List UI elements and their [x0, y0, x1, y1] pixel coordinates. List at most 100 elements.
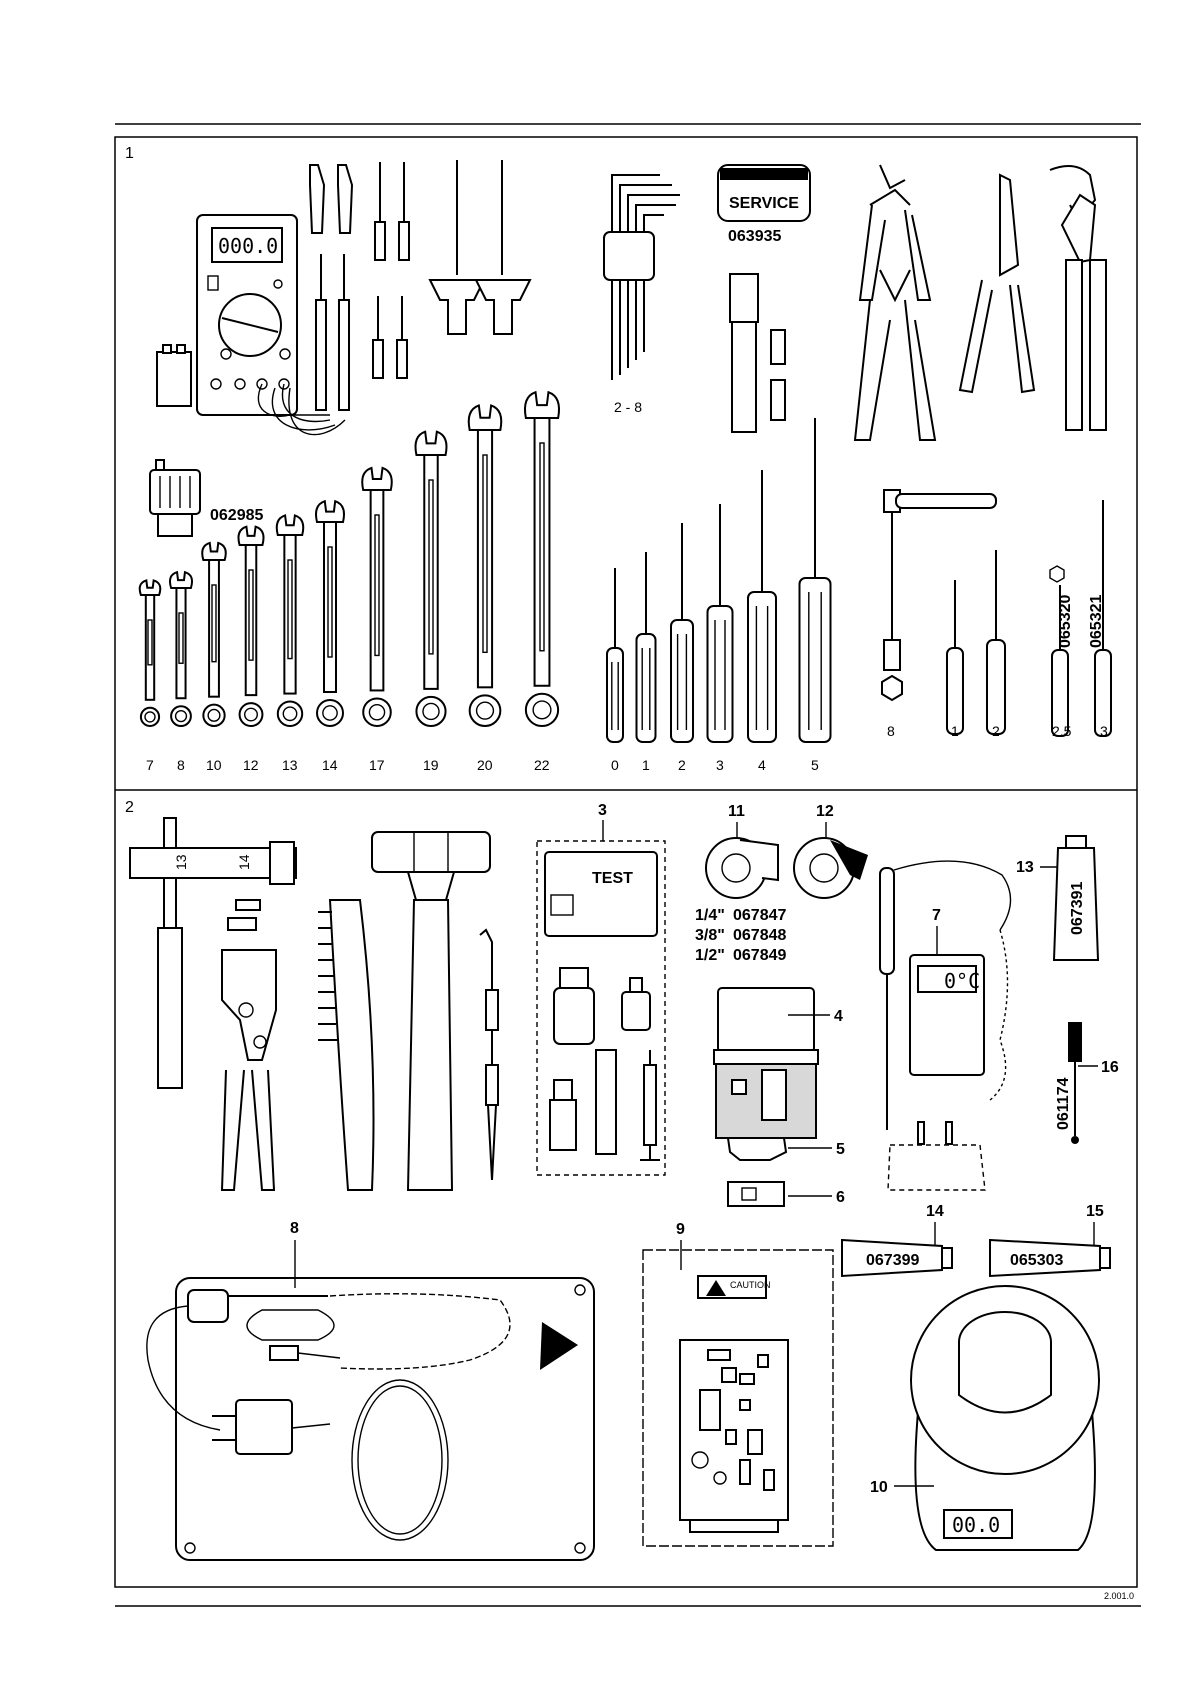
combination-wrench-set: [140, 392, 559, 726]
brush-code: 061174: [1055, 1077, 1072, 1130]
service-label-card: SERVICE: [718, 165, 810, 221]
hex-driver-size-2: 3: [1100, 723, 1108, 739]
t-handle-socket-wrench: [882, 490, 996, 700]
phillips-size-2: 2: [992, 723, 1000, 739]
wrench-17: [362, 468, 392, 726]
tape-code-list: 1/4" 067847 3/8" 067848 1/2" 067849: [695, 907, 786, 964]
service-code: 063935: [728, 228, 781, 245]
digital-scale: 00.0: [911, 1286, 1099, 1550]
wrench-size-22: 22: [534, 757, 550, 773]
crimping-pliers: [222, 900, 276, 1190]
screwdriver-2: [671, 523, 693, 742]
callout-9: 9: [676, 1221, 685, 1238]
screwdriver-size-2: 2: [678, 757, 686, 773]
callout-13: 13: [1016, 859, 1034, 876]
wire-brush: [318, 900, 374, 1190]
hex-driver-code-1: 065320: [1057, 595, 1074, 648]
callout-4: 4: [834, 1008, 843, 1025]
socket-wrench-size: 8: [887, 723, 895, 739]
section-2-number: 2: [125, 799, 134, 816]
callout-7: 7: [932, 907, 941, 924]
socket-key-mark-14: 14: [236, 854, 252, 870]
wrench-7: [140, 580, 161, 726]
esd-bag-label: CAUTION: [730, 1280, 771, 1290]
wrench-12: [238, 527, 263, 726]
scale-display: 00.0: [952, 1513, 1000, 1537]
callout-11: 11: [728, 803, 745, 820]
wrench-19: [415, 432, 446, 726]
tube15-code: 065303: [1010, 1252, 1063, 1269]
scriber-pick: [480, 930, 498, 1180]
wrench-20: [469, 405, 502, 726]
tape-code-2: 067848: [733, 927, 786, 944]
wrench-size-19: 19: [423, 757, 439, 773]
screwdriver-3: [708, 504, 733, 742]
screwdriver-0: [607, 568, 623, 742]
callout-10: 10: [870, 1479, 888, 1496]
screwdriver-size-1: 1: [642, 757, 650, 773]
section-1-number: 1: [125, 145, 134, 162]
bit-holder-code: 062985: [210, 507, 263, 524]
callout-3: 3: [598, 802, 607, 819]
screwdriver-5: [800, 418, 831, 742]
digital-thermometer: 0°C: [880, 861, 1011, 1190]
callout-5: 5: [836, 1141, 845, 1158]
connector-tool-6: [728, 1182, 784, 1206]
wrench-14: [316, 501, 344, 726]
screwdriver-size-3: 3: [716, 757, 724, 773]
tape-code-3: 067849: [733, 947, 786, 964]
wrench-8: [170, 572, 192, 726]
screwdriver-1: [637, 552, 656, 742]
esd-mat-with-wrist-strap: [147, 1278, 594, 1560]
flashlight: [730, 274, 785, 432]
callout-6: 6: [836, 1189, 845, 1206]
tape-size-1: 1/4": [695, 907, 725, 924]
wrench-10: [202, 543, 226, 726]
soft-face-hammer: [372, 832, 490, 1190]
parts-box: [714, 988, 818, 1138]
wrench-size-20: 20: [477, 757, 493, 773]
hex-driver-size-1: 2.5: [1052, 723, 1072, 739]
tube14-code: 067399: [866, 1252, 919, 1269]
grease-tube-code: 067391: [1069, 882, 1086, 935]
bit-holder: [150, 460, 200, 536]
wrench-size-14: 14: [322, 757, 338, 773]
screwdriver-size-labels: 0 1 2 3 4 5: [611, 757, 819, 773]
water-pump-pliers: [1050, 166, 1106, 430]
test-leads: [316, 254, 349, 410]
callout-16: 16: [1101, 1059, 1119, 1076]
battery-9v: [157, 345, 191, 406]
service-label-text: SERVICE: [729, 195, 799, 212]
flat-screwdriver-set: [607, 418, 831, 742]
connector-tool-5: [728, 1138, 786, 1160]
wrench-size-13: 13: [282, 757, 298, 773]
hex-key-set: [604, 175, 680, 380]
callout-14: 14: [926, 1203, 944, 1220]
wrench-13: [277, 515, 304, 726]
screwdriver-size-0: 0: [611, 757, 619, 773]
callout-15: 15: [1086, 1203, 1104, 1220]
phillips-size-1: 1: [951, 723, 959, 739]
thermometer-display: 0°C: [944, 969, 980, 993]
screwdriver-size-4: 4: [758, 757, 766, 773]
test-kit: [537, 841, 665, 1175]
figure-reference: 2.001.0: [1104, 1591, 1134, 1601]
wrench-size-12: 12: [243, 757, 259, 773]
socket-key-mark-13: 13: [173, 854, 189, 870]
tape-code-1: 067847: [733, 907, 786, 924]
tape-size-2: 3/8": [695, 927, 725, 944]
insulating-tape-rolls: [706, 838, 868, 898]
screwdriver-size-5: 5: [811, 757, 819, 773]
callout-8: 8: [290, 1220, 299, 1237]
hook-clips: [430, 160, 530, 334]
wrench-size-10: 10: [206, 757, 222, 773]
test-kit-label: TEST: [592, 870, 633, 887]
esd-shielding-bag: CAUTION: [643, 1250, 833, 1546]
wrench-size-17: 17: [369, 757, 385, 773]
wrench-22: [525, 392, 559, 726]
probe-tips: [373, 162, 409, 378]
callout-12: 12: [816, 803, 834, 820]
hex-key-range: 2 - 8: [614, 399, 642, 415]
